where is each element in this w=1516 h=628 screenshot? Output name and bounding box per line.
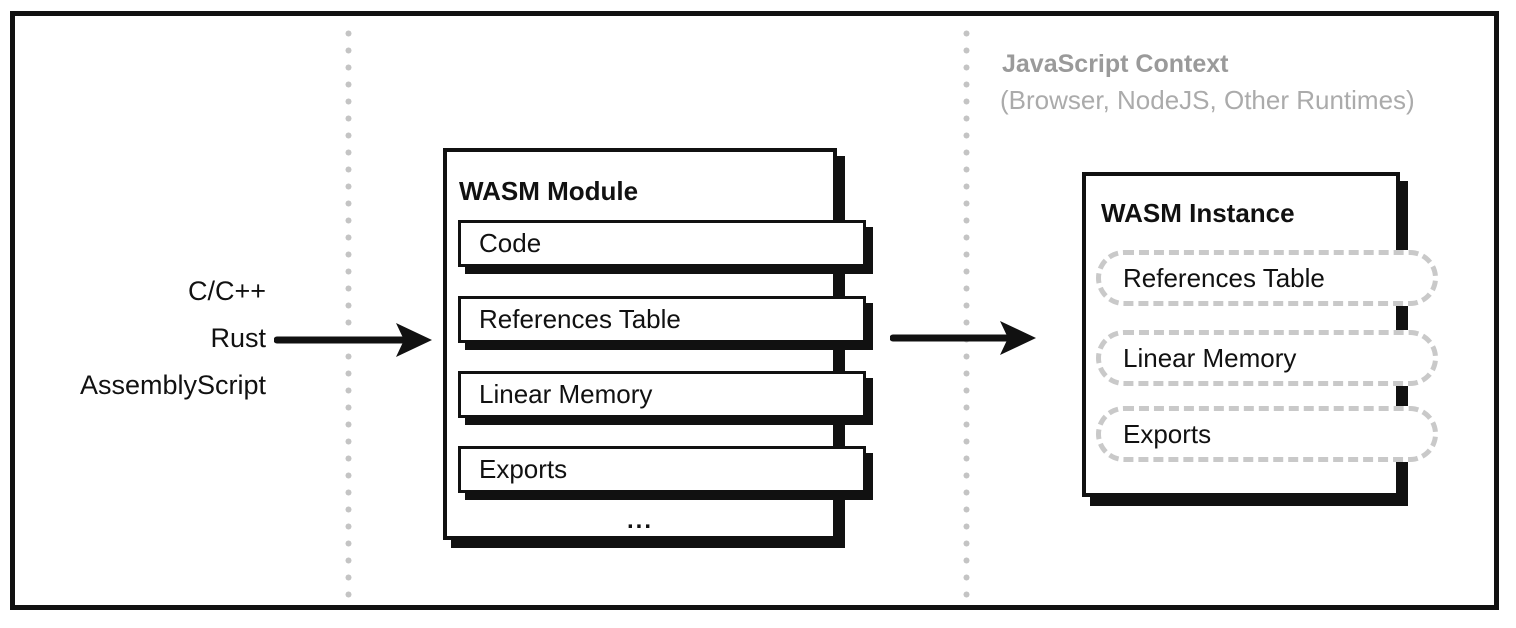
- instance-row-label: Linear Memory: [1123, 342, 1297, 373]
- source-language-assemblyscript: AssemblyScript: [79, 370, 266, 400]
- javascript-context-title: JavaScript Context: [1002, 50, 1229, 78]
- instance-row-label: Exports: [1123, 418, 1212, 449]
- source-language-rust: Rust: [210, 323, 266, 353]
- module-row-label: References Table: [479, 304, 681, 334]
- instance-row-exports: Exports: [1096, 406, 1438, 462]
- module-row-label: Exports: [479, 454, 568, 484]
- module-row-code: Code: [458, 220, 866, 267]
- right-arrow-icon: [890, 321, 1036, 355]
- javascript-context-subtitle: (Browser, NodeJS, Other Runtimes): [1000, 85, 1415, 115]
- instance-row-references-table: References Table: [1096, 250, 1438, 306]
- module-row-label: Linear Memory: [479, 379, 653, 409]
- right-arrow-icon: [274, 323, 432, 357]
- instance-row-label: References Table: [1123, 262, 1325, 293]
- module-row-references-table: References Table: [458, 296, 866, 343]
- wasm-module-title: WASM Module: [459, 176, 639, 206]
- module-row-linear-memory: Linear Memory: [458, 371, 866, 418]
- module-ellipsis: ...: [626, 507, 653, 534]
- instance-row-linear-memory: Linear Memory: [1096, 330, 1438, 386]
- wasm-instance-title: WASM Instance: [1101, 198, 1295, 228]
- dotted-divider-left: [345, 30, 352, 602]
- dotted-divider-right: [963, 30, 970, 602]
- source-language-c-cpp: C/C++: [187, 276, 266, 306]
- module-row-label: Code: [479, 228, 542, 258]
- module-row-exports: Exports: [458, 446, 866, 493]
- source-languages: C/C++ Rust AssemblyScript: [38, 268, 266, 409]
